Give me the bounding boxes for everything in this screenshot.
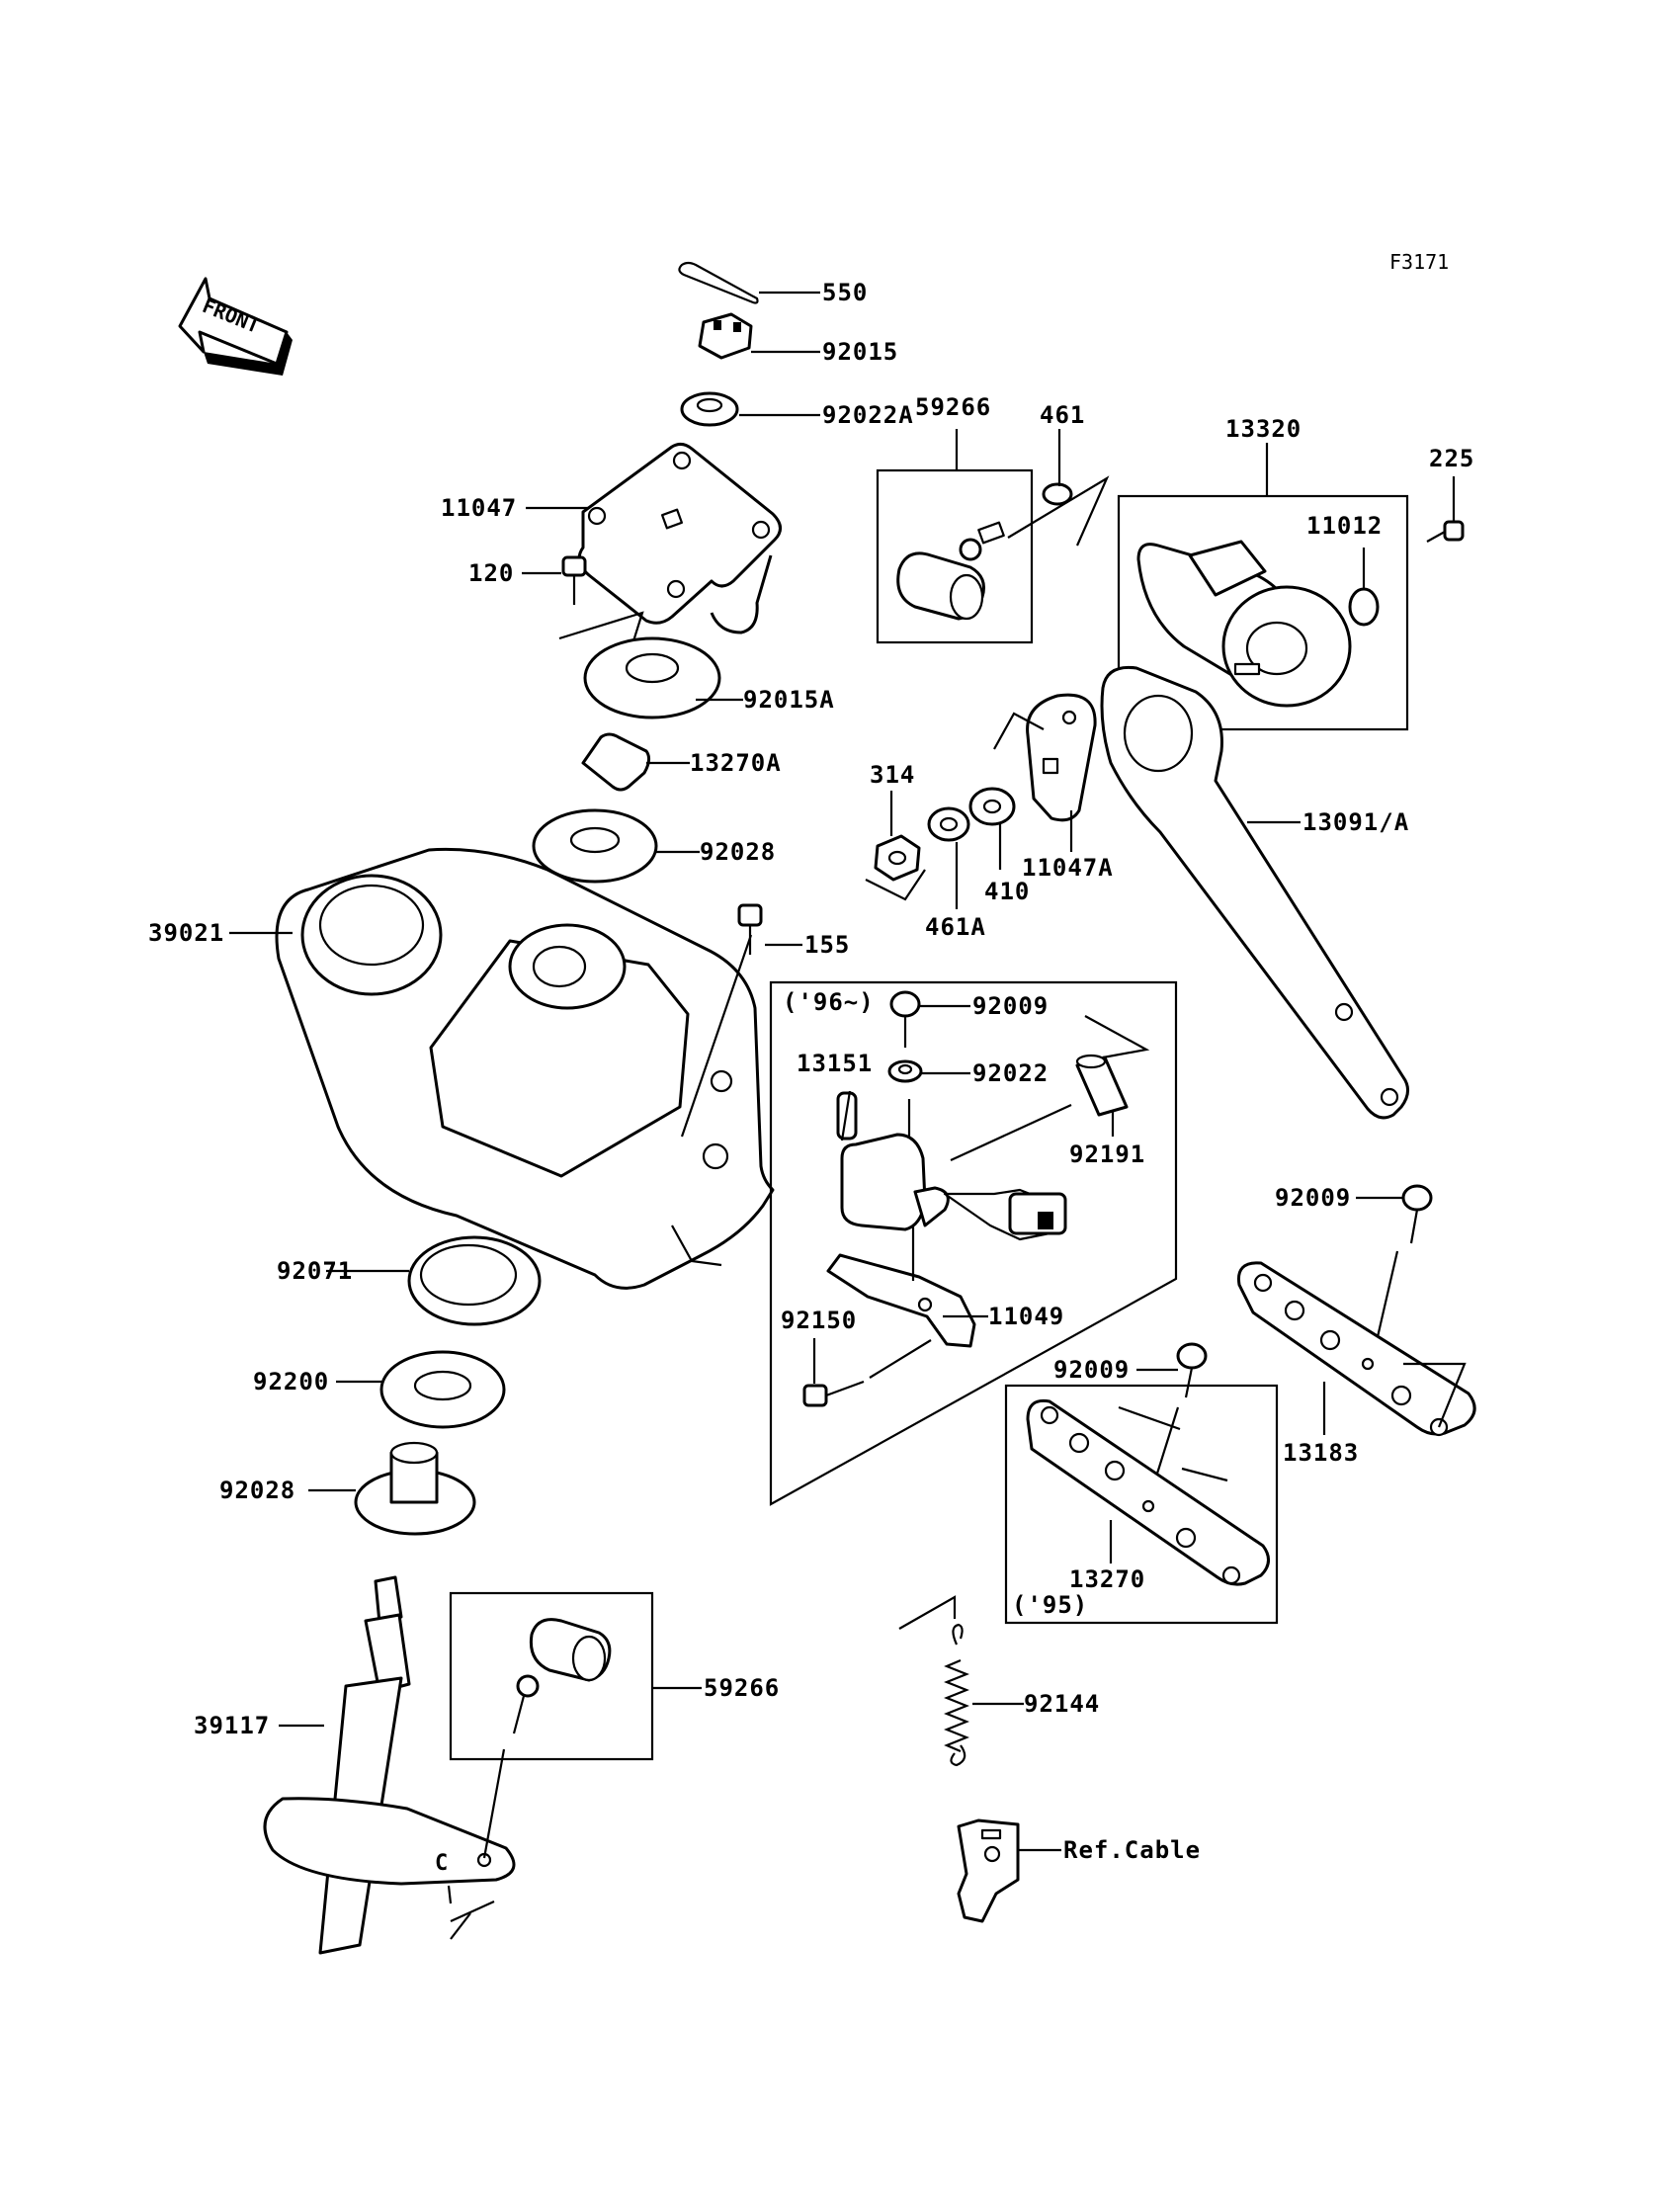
washer-461: 461	[1040, 401, 1085, 506]
washer-92022: 92022	[887, 1059, 1049, 1087]
label-59266-bottom: 59266	[704, 1674, 780, 1702]
label-92009-c: 92009	[1053, 1356, 1130, 1384]
label-314: 314	[870, 761, 915, 789]
label-92009-b: 92009	[1275, 1184, 1351, 1212]
spring-92144: 92144	[898, 1595, 1100, 1767]
label-92144: 92144	[1024, 1690, 1100, 1718]
label-92071: 92071	[277, 1257, 353, 1285]
label-92191: 92191	[1069, 1141, 1145, 1168]
bushing-92028-bottom: 92028	[219, 1441, 476, 1536]
screw-92009-a: 92009	[889, 990, 1049, 1048]
seal-92071: 92071	[277, 1235, 542, 1326]
plate-13183: 13183	[1236, 1261, 1476, 1467]
label-39021: 39021	[148, 919, 224, 947]
collar-92191: 92191	[1069, 1015, 1150, 1168]
label-92022: 92022	[972, 1059, 1049, 1087]
label-13270: 13270	[1069, 1565, 1145, 1593]
clip-13270A: 13270A	[581, 732, 782, 792]
label-13183: 13183	[1283, 1439, 1359, 1467]
plate-11047A: 11047A	[993, 693, 1114, 882]
bolt-155: 155	[680, 903, 850, 1138]
damper-92015A: 92015A	[558, 611, 835, 719]
bracket-11049: 11049	[826, 1225, 1064, 1348]
label-410: 410	[984, 878, 1030, 905]
kit-59266-top: 59266	[876, 393, 1110, 644]
cable-bracket: Ref.Cable	[957, 1818, 1201, 1923]
cover-39021: 39021	[148, 847, 775, 1290]
label-11049: 11049	[988, 1303, 1064, 1330]
label-ref-cable: Ref.Cable	[1063, 1836, 1201, 1864]
bolt-92150: 92150	[781, 1307, 932, 1407]
label-92028-top: 92028	[700, 838, 776, 866]
label-11047: 11047	[441, 494, 517, 522]
screw-92009-c: 92009	[1053, 1342, 1208, 1509]
label-96-note: ('96~)	[783, 988, 875, 1016]
washer-92200: 92200	[253, 1350, 506, 1429]
label-92022A: 92022A	[822, 401, 914, 429]
label-11012: 11012	[1306, 512, 1383, 540]
bracket-11047: 11047	[441, 442, 782, 634]
castle-nut-92015: 92015	[698, 312, 898, 366]
washer-92022A: 92022A	[680, 391, 914, 429]
bolt-120: 120	[468, 555, 587, 605]
label-13091A: 13091/A	[1302, 808, 1409, 836]
label-550: 550	[822, 279, 868, 306]
washer-410: 410	[968, 787, 1030, 905]
label-59266-top: 59266	[915, 393, 991, 421]
label-11047A: 11047A	[1022, 854, 1114, 882]
label-92015: 92015	[822, 338, 898, 366]
screw-225: 225	[1426, 445, 1474, 543]
label-120: 120	[468, 559, 514, 587]
figure-code: F3171	[1389, 250, 1449, 274]
label-92009-a: 92009	[972, 992, 1049, 1020]
label-39117: 39117	[194, 1712, 270, 1739]
bushing-92028-top: 92028	[532, 808, 776, 884]
cotter-pin-550: 550	[678, 261, 868, 306]
screw-92009-b: 92009	[1275, 1184, 1433, 1381]
nut-314: 314	[865, 761, 926, 901]
label-92150: 92150	[781, 1307, 857, 1334]
label-95-note: ('95)	[1012, 1591, 1088, 1619]
front-arrow-icon: FRONT	[178, 277, 293, 376]
label-92015A: 92015A	[743, 686, 835, 714]
label-13320: 13320	[1225, 415, 1302, 443]
clip-glyph: C	[435, 1851, 449, 1876]
sensor-13151: 13151	[797, 1050, 1072, 1241]
label-225: 225	[1429, 445, 1474, 472]
sensor-assembly-box: ('96~)	[769, 980, 1178, 1506]
label-92200: 92200	[253, 1368, 329, 1395]
shaft-39117: C 39117	[194, 1575, 516, 1955]
lockwasher-461A: 461A	[925, 806, 986, 941]
plate-13270-box: 13270 ('95)	[1004, 1384, 1279, 1625]
label-13151: 13151	[797, 1050, 873, 1077]
label-155: 155	[804, 931, 850, 959]
label-461: 461	[1040, 401, 1085, 429]
label-13270A: 13270A	[690, 749, 782, 777]
kit-59266-bottom: 59266	[449, 1591, 780, 1859]
label-461A: 461A	[925, 913, 986, 941]
label-92028-bottom: 92028	[219, 1477, 295, 1504]
lever-13091A: 13091/A	[1100, 665, 1409, 1120]
throttle-housing-13320: 13320 11012	[1117, 415, 1409, 731]
